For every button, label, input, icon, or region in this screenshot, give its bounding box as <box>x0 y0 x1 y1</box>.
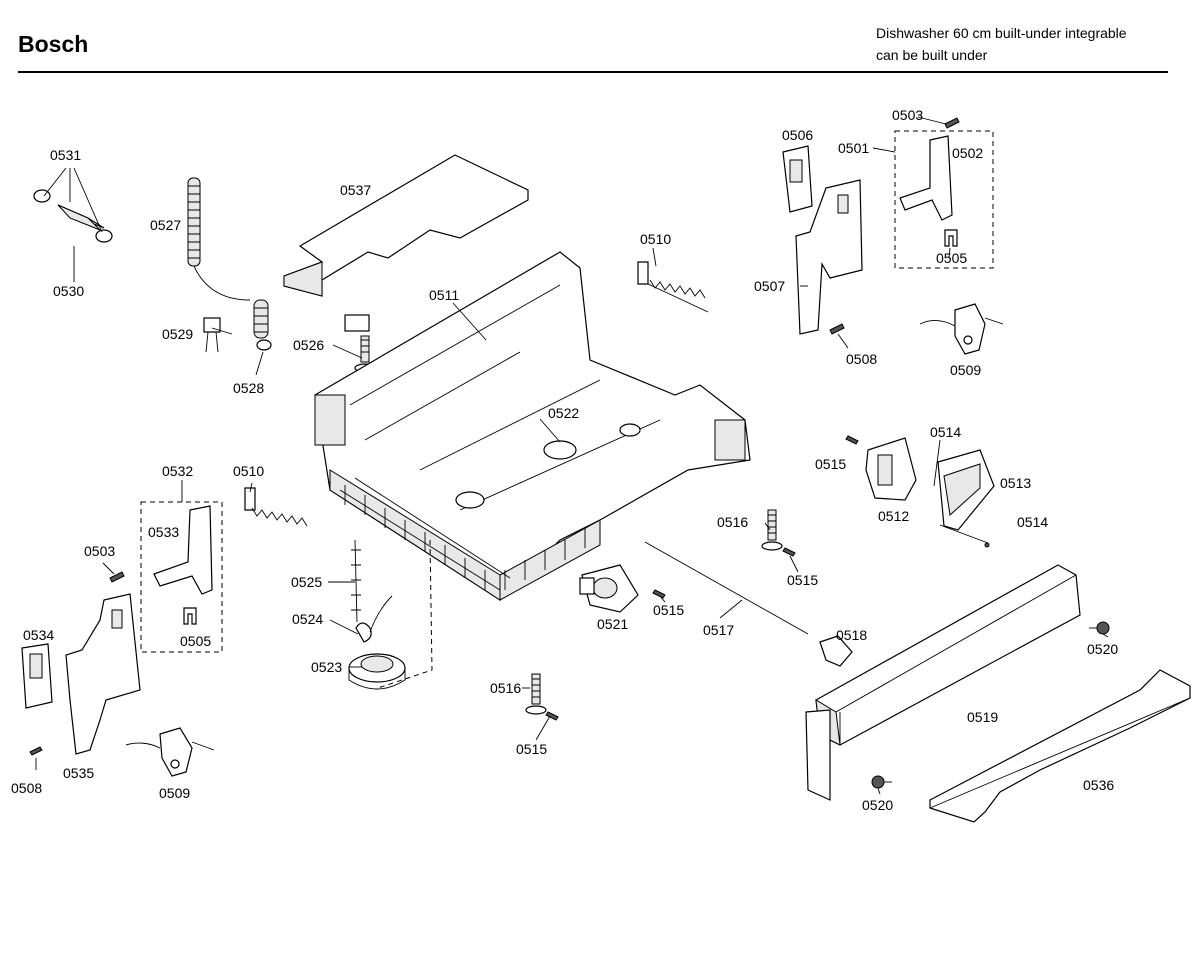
label-0510-upper: 0510 <box>640 231 671 247</box>
label-0526: 0526 <box>293 337 324 353</box>
part-0509-hinge-left <box>125 727 215 777</box>
part-0502-hinge-plate <box>899 135 953 221</box>
part-0515-screw-a <box>845 435 859 445</box>
part-0512-housing <box>865 437 917 501</box>
label-0527: 0527 <box>150 217 181 233</box>
label-0509-left: 0509 <box>159 785 190 801</box>
part-0537-mat <box>283 154 529 297</box>
part-0513-cap <box>937 449 995 531</box>
label-0505-right: 0505 <box>936 250 967 266</box>
part-0515-screw-b <box>782 547 796 557</box>
part-0523-pump <box>348 653 406 690</box>
label-0524: 0524 <box>292 611 323 627</box>
label-0518: 0518 <box>836 627 867 643</box>
part-0525-level-sensor <box>351 539 361 623</box>
part-0503-screw-top <box>944 117 960 129</box>
label-0530: 0530 <box>53 283 84 299</box>
label-0532: 0532 <box>162 463 193 479</box>
part-0507-bracket <box>795 179 863 335</box>
label-0520-lower: 0520 <box>862 797 893 813</box>
label-0536: 0536 <box>1083 777 1114 793</box>
part-0515-screw-c <box>652 589 666 599</box>
group-box-0501 <box>894 130 994 269</box>
label-0515-mid: 0515 <box>787 572 818 588</box>
label-0501: 0501 <box>838 140 869 156</box>
label-0537: 0537 <box>340 182 371 198</box>
label-0506: 0506 <box>782 127 813 143</box>
description-line-1: Dishwasher 60 cm built-under integrable <box>876 25 1127 41</box>
label-0534: 0534 <box>23 627 54 643</box>
leader-lines <box>35 116 1109 795</box>
label-0513: 0513 <box>1000 475 1031 491</box>
label-0516-lower: 0516 <box>490 680 521 696</box>
label-0523: 0523 <box>311 659 342 675</box>
label-0514-lower: 0514 <box>1017 514 1048 530</box>
model-description: Dishwasher 60 cm built-under integrable … <box>876 22 1127 66</box>
part-0529-clip <box>203 317 221 353</box>
label-0522: 0522 <box>548 405 579 421</box>
description-line-2: can be built under <box>876 47 988 63</box>
callout-labels: 0531 0530 0527 0529 0528 0537 0511 0526 … <box>11 107 1118 813</box>
label-0507: 0507 <box>754 278 785 294</box>
label-0525: 0525 <box>291 574 322 590</box>
group-box-0532 <box>140 501 223 653</box>
part-0509-hinge-right <box>919 303 1004 355</box>
part-0534-cover-left <box>21 643 53 709</box>
label-0520-right: 0520 <box>1087 641 1118 657</box>
part-0536-strip <box>929 669 1191 823</box>
label-0529: 0529 <box>162 326 193 342</box>
label-0511: 0511 <box>429 287 459 303</box>
label-0515-upper: 0515 <box>815 456 846 472</box>
label-0509-right: 0509 <box>950 362 981 378</box>
label-0516-upper: 0516 <box>717 514 748 530</box>
label-0533: 0533 <box>148 524 179 540</box>
part-0535-bracket-left <box>65 593 141 755</box>
part-0508-screw-right <box>829 323 845 335</box>
brand-title: Bosch <box>18 31 89 57</box>
part-0517-rod <box>644 541 809 635</box>
part-0505-clip-right <box>944 229 958 247</box>
part-0516-foot-lower <box>525 673 547 715</box>
label-0521: 0521 <box>597 616 628 632</box>
part-0503-screw-left <box>109 571 125 583</box>
leader-dashed-0523 <box>377 539 433 689</box>
part-0505-clip-left <box>183 607 197 625</box>
label-0519: 0519 <box>967 709 998 725</box>
label-0510-lower: 0510 <box>233 463 264 479</box>
part-0510-spring-upper <box>637 261 709 313</box>
part-0520-screw-right <box>1089 621 1110 635</box>
label-0535: 0535 <box>63 765 94 781</box>
part-0508-screw-left <box>29 746 43 756</box>
part-0533-hinge-plate-left <box>153 505 213 595</box>
label-0514-upper: 0514 <box>930 424 961 440</box>
label-0531: 0531 <box>50 147 81 163</box>
label-0508-right: 0508 <box>846 351 877 367</box>
label-0505-left: 0505 <box>180 633 211 649</box>
part-0511-base-tub <box>314 251 751 601</box>
label-0508-left: 0508 <box>11 780 42 796</box>
label-0528: 0528 <box>233 380 264 396</box>
part-0515-screw-d <box>545 711 559 721</box>
part-0506-cover <box>782 145 813 213</box>
label-0517: 0517 <box>703 622 734 638</box>
part-0518-cap <box>819 635 853 667</box>
label-0503-top: 0503 <box>892 107 923 123</box>
part-0510-spring-lower <box>244 487 308 527</box>
label-0512: 0512 <box>878 508 909 524</box>
header-rule <box>18 71 1168 73</box>
label-0515-valve: 0515 <box>653 602 684 618</box>
label-0502: 0502 <box>952 145 983 161</box>
label-0503-left: 0503 <box>84 543 115 559</box>
part-0514-pin-b <box>984 542 990 548</box>
part-0527-hose <box>187 177 272 351</box>
part-0520-screw-lower <box>871 775 892 789</box>
part-0530-sleeve <box>33 189 113 243</box>
label-0515-lower: 0515 <box>516 741 547 757</box>
part-0516-foot-upper <box>761 509 783 551</box>
part-0521-valve <box>579 564 639 613</box>
part-0519-front-panel <box>805 564 1081 801</box>
part-0524-heater-wire <box>355 595 393 643</box>
